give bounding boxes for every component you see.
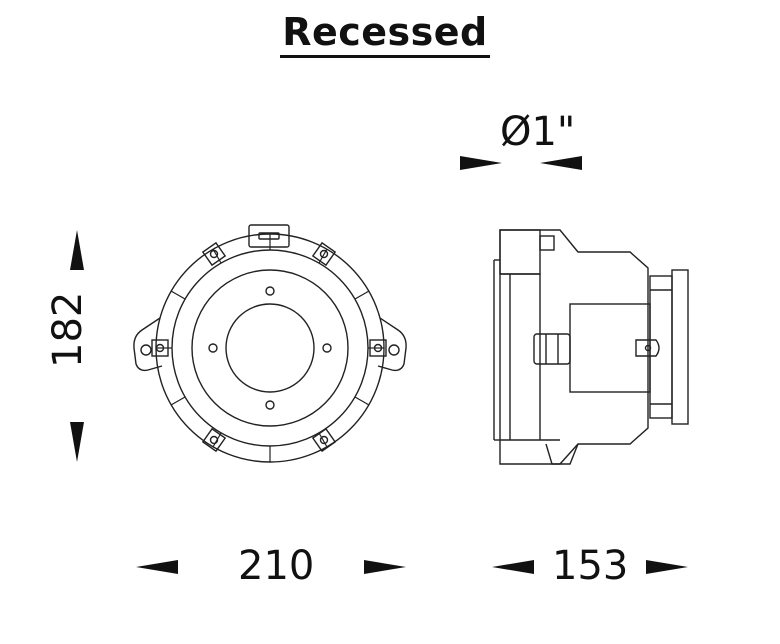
depth-dimension-label: 153 [552,543,629,589]
diagram-title-text: Recessed [280,10,490,58]
faceplate [191,269,349,427]
height-arrow-up [70,230,84,270]
front-view [133,224,407,463]
conduit-diameter-label: Ø1" [500,109,576,155]
inner-housing-ring [171,249,369,447]
junction-box-cap [539,235,555,251]
left-lug-hole [140,344,152,356]
module-tab [635,339,660,357]
right-lug-hole [388,344,400,356]
faceplate-screws [208,286,332,410]
conduit-arrow-left [540,156,582,170]
screw-tabs [151,241,387,453]
depth-arrow-right [646,560,688,574]
front-bezel [671,269,689,425]
top-clip-slot [258,232,280,240]
height-arrow-down [70,422,84,462]
top-clip [248,224,290,248]
width-dimension-label: 210 [238,543,315,589]
diagram-title: Recessed [0,10,770,58]
outer-housing-ring [155,233,385,463]
right-mounting-lug [377,317,407,372]
housing-ribs [156,234,384,462]
depth-arrow-left [492,560,534,574]
front-trim-ring [649,275,673,419]
width-arrow-left [136,560,178,574]
dimension-arrows [70,156,688,574]
rear-housing-outline [499,229,649,465]
side-view [493,229,689,465]
lens-window [225,303,315,393]
junction-box [499,229,541,275]
conduit-arrow-right [460,156,502,170]
bottom-foot [545,443,579,465]
light-module [569,303,651,393]
left-mounting-lug [133,317,163,372]
width-arrow-right [364,560,406,574]
